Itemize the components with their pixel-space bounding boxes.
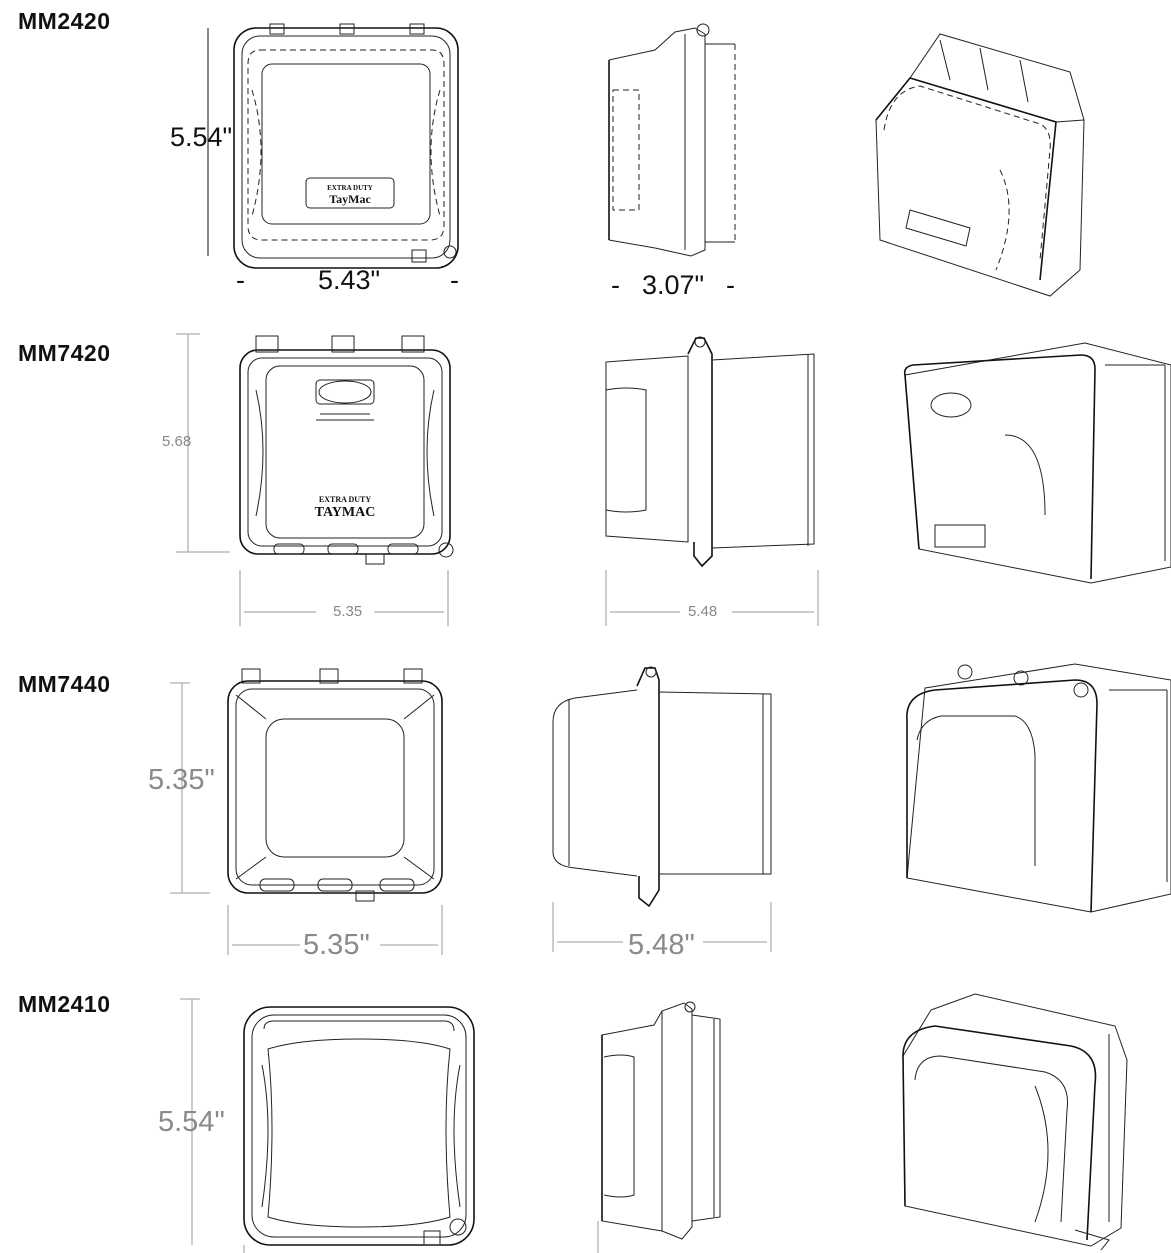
model-label-mm7440: MM7440 [18,671,111,697]
mm2420-side-view [608,23,736,257]
mm2420-width-dim: 5.43" [318,265,381,295]
mm7420-front-view: EXTRA DUTY TAYMAC [176,333,454,626]
mm2420-front-view: EXTRA DUTY TayMac [207,23,459,269]
mm2420-depth-dim-tick-left: - [611,270,620,300]
model-label-mm7420: MM7420 [18,340,111,366]
mm2420-iso-view [875,33,1085,297]
mm2420-height-dim: 5.54" [170,122,233,152]
mm7440-width-dim: 5.35" [303,929,370,961]
mm7420-logo-line1: EXTRA DUTY [319,495,371,504]
mm7420-side-view [605,336,819,626]
mm7420-logo-line2: TAYMAC [315,505,376,520]
mm2420-depth-dim-tick-right: - [726,270,735,300]
mm2420-width-dim-tick-right: - [450,265,459,295]
mm2410-height-dim: 5.54" [158,1106,225,1138]
mm2420-depth-dim: 3.07" [642,270,705,300]
mm7440-side-view [552,666,772,952]
mm7440-depth-dim: 5.48" [628,929,695,961]
model-label-mm2420: MM2420 [18,8,111,34]
mm2420-logo-line2: TayMac [329,192,371,206]
mm2410-iso-view [902,993,1128,1251]
mm7440-height-dim: 5.35" [148,764,215,796]
mm2410-side-view [597,1001,721,1253]
model-label-mm2410: MM2410 [18,991,111,1017]
mm2420-logo-line1: EXTRA DUTY [327,184,373,192]
mm2420-width-dim-tick-left: - [236,265,245,295]
mm7440-front-view [170,668,443,955]
mm2410-front-view [180,998,475,1253]
mm7420-iso-view [903,342,1171,584]
mm7420-width-dim: 5.35 [333,603,363,620]
mm7420-depth-dim: 5.48 [688,603,718,620]
mm7420-height-dim: 5.68 [162,433,192,450]
mm7440-iso-view [906,663,1171,913]
